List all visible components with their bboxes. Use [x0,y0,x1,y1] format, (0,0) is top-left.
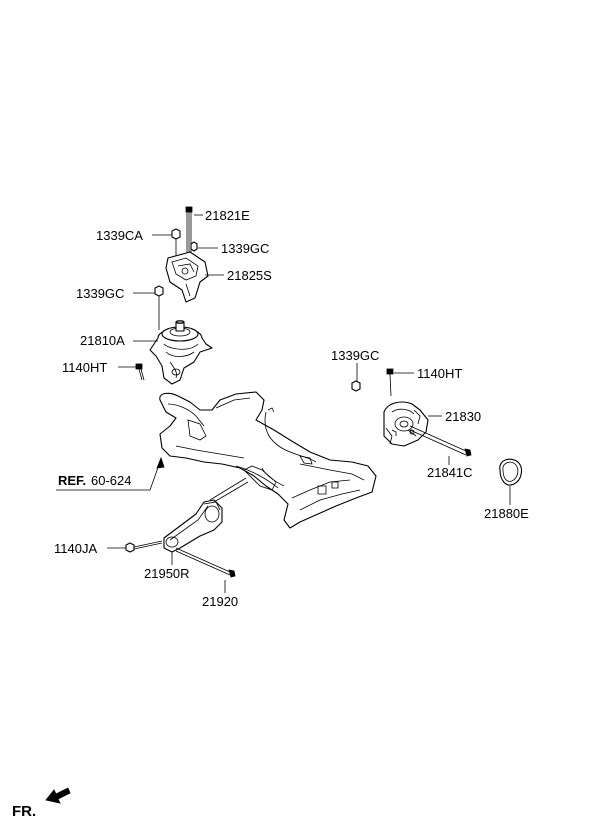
bracket-21830 [383,401,429,447]
bolt-1140ja [125,540,163,553]
bolt-1140ht-right [386,368,394,397]
label-21950r: 21950R [144,566,190,581]
nut-1339gc-top [190,241,198,252]
ref-code: 60-624 [91,473,131,488]
label-21821e: 21821E [205,208,250,223]
bolt-1140ht-left [135,363,145,381]
label-1339gc-top: 1339GC [221,241,269,256]
label-21810a: 21810A [80,333,125,348]
label-1140ja: 1140JA [54,541,97,556]
leader-lines [56,214,511,593]
nut-1339gc-right [351,380,361,392]
label-21825s: 21825S [227,268,272,283]
label-1140ht-right: 1140HT [417,366,462,381]
front-arrow-icon [45,787,71,804]
bracket-21825s [165,251,209,303]
rod-21950r [163,477,249,553]
label-1339ca: 1339CA [96,228,143,243]
part-labels: 21821E 1339CA 1339GC 21825S 1339GC 21810… [54,208,529,609]
label-1140ht-left: 1140HT [62,360,107,375]
label-1339gc-right: 1339GC [331,348,379,363]
nut-1339gc-middle [154,285,164,330]
engine-mount-right-assembly [351,368,523,486]
ring-21880e [499,458,523,486]
nut-1339ca [171,228,181,262]
label-21841c: 21841C [427,465,473,480]
bolt-21920 [175,547,236,578]
engine-mount-upper-assembly [135,206,213,385]
label-21920: 21920 [202,594,238,609]
label-1339gc-middle: 1339GC [76,286,124,301]
ref-prefix: REF. [58,473,86,488]
bolt-21841c [409,425,472,457]
roll-rod-lower-assembly [125,477,249,578]
label-21880e: 21880E [484,506,529,521]
reference-callout: REF. 60-624 [58,473,131,488]
subframe-crossmember [159,391,377,529]
front-label: FR. [12,803,36,820]
label-21830: 21830 [445,409,481,424]
ref-arrow-icon [156,456,165,469]
front-direction-indicator: FR. [12,787,71,820]
mount-21810a [149,320,213,385]
ref-leader [56,461,161,491]
